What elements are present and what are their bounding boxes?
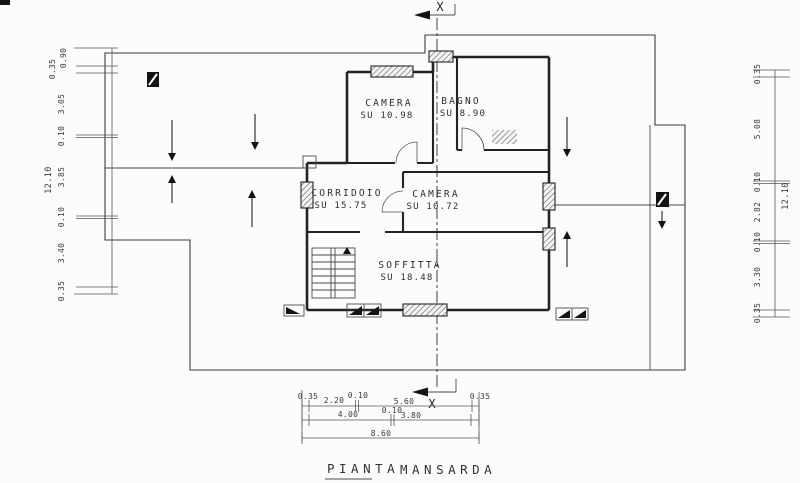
door-bagno — [461, 127, 485, 151]
window-camera-top — [370, 65, 414, 78]
dim-right-2: 0.10 — [753, 172, 762, 192]
dim-bottom-r1-0: 0.35 — [298, 392, 318, 401]
slope-arrow-up-3 — [563, 231, 571, 267]
dim-bottom-r2-0: 4.00 — [338, 410, 358, 419]
dim-left-6: 3.40 — [57, 243, 66, 263]
stair-direction-icon — [343, 247, 351, 254]
section-marker-bottom: X — [412, 379, 457, 411]
doors — [381, 127, 485, 213]
roof-outline — [104, 34, 686, 371]
room-area-camera-2: SU 10.72 — [407, 202, 460, 212]
down-arrow-icon — [658, 221, 666, 229]
room-area-corridoio: SU 15.75 — [315, 201, 368, 211]
pillar — [302, 155, 317, 169]
staircase — [311, 247, 356, 299]
room-area-camera-1: SU 10.98 — [361, 111, 414, 121]
velux-double-2 — [555, 307, 589, 321]
dim-bottom-r2-2: 3.80 — [401, 411, 421, 420]
roof-symbols — [147, 72, 669, 321]
room-area-bagno: SU 8.90 — [440, 109, 486, 119]
room-labels: CAMERA SU 10.98 BAGNO SU 8.90 CORRIDOIO … — [311, 96, 486, 283]
dim-bottom-r1-1: 2.20 — [324, 396, 344, 405]
drawing-title: PIANTA MANSARDA — [325, 461, 496, 480]
dim-left-1: 0.35 — [48, 59, 57, 79]
section-marker-top: X — [414, 0, 456, 20]
slope-arrow-down-1 — [168, 120, 176, 161]
room-name-camera-2: CAMERA — [412, 189, 460, 200]
dimension-chain-bottom: 0.35 2.20 0.10 5.60 0.35 4.00 0.10 3.80 … — [298, 390, 490, 444]
dim-bottom-total: 8.60 — [371, 429, 391, 438]
window-soffitta-bottom — [402, 303, 448, 317]
dim-right-4: 0.10 — [753, 232, 762, 252]
dim-right-0: 0.35 — [753, 64, 762, 84]
bagno-shower-hatch — [492, 130, 517, 144]
dim-right-total: 12.10 — [781, 182, 791, 210]
section-arrow-top-icon — [414, 10, 430, 20]
dim-left-2: 3.05 — [57, 94, 66, 114]
title-word-2: MANSARDA — [400, 462, 496, 477]
section-line: X X — [412, 0, 457, 411]
dim-bottom-r1-2: 0.10 — [348, 391, 368, 400]
room-name-soffitta: SOFFITTA — [378, 260, 441, 271]
windows — [300, 50, 556, 317]
slope-arrow-down-3 — [563, 117, 571, 157]
dimension-chain-left: 0.90 0.35 3.05 0.10 3.85 0.10 3.40 0.35 … — [44, 47, 118, 301]
slope-arrows — [168, 114, 571, 267]
dim-left-3: 0.10 — [57, 126, 66, 146]
room-name-bagno: BAGNO — [441, 96, 481, 107]
dim-left-0: 0.90 — [59, 48, 68, 68]
slope-arrow-up-1 — [168, 175, 176, 203]
room-name-camera-1: CAMERA — [365, 98, 413, 109]
door-camera2 — [381, 190, 404, 213]
velux-double-1 — [346, 303, 382, 318]
dim-left-7: 0.35 — [57, 281, 66, 301]
window-right-wall — [542, 182, 556, 211]
dim-bottom-r1-4: 0.35 — [470, 392, 490, 401]
dim-right-1: 5.08 — [753, 119, 762, 139]
section-arrow-bottom-icon — [412, 387, 428, 397]
slope-arrow-up-2 — [248, 190, 256, 227]
room-area-soffitta: SU 18.48 — [381, 273, 434, 283]
wall-chunk-right — [542, 227, 556, 251]
velux-single — [283, 304, 305, 317]
dim-right-6: 0.35 — [753, 303, 762, 323]
dim-right-5: 3.30 — [753, 267, 762, 287]
dim-left-4: 3.85 — [57, 167, 66, 187]
section-label-top: X — [436, 0, 444, 14]
room-name-corridoio: CORRIDOIO — [311, 188, 382, 199]
window-left-wall — [300, 181, 314, 209]
dim-left-total: 12.10 — [44, 166, 54, 194]
slope-arrow-down-2 — [251, 114, 259, 150]
dim-right-3: 2.82 — [753, 202, 762, 222]
scan-edge-mark — [0, 0, 10, 5]
roof-hatch-symbol-left — [147, 72, 159, 87]
dimension-chain-right: 0.35 5.08 0.10 2.82 0.10 3.30 0.35 12.10 — [753, 64, 791, 323]
dim-bottom-r2-1: 0.10 — [382, 406, 402, 415]
dim-bottom-r1-3: 5.60 — [394, 397, 414, 406]
dim-left-5: 0.10 — [57, 207, 66, 227]
roof-hatch-symbol-right — [656, 192, 669, 229]
door-camera — [395, 141, 418, 164]
window-bagno-top — [428, 50, 454, 63]
title-word-1: PIANTA — [327, 461, 399, 476]
section-label-bottom: X — [428, 397, 436, 411]
